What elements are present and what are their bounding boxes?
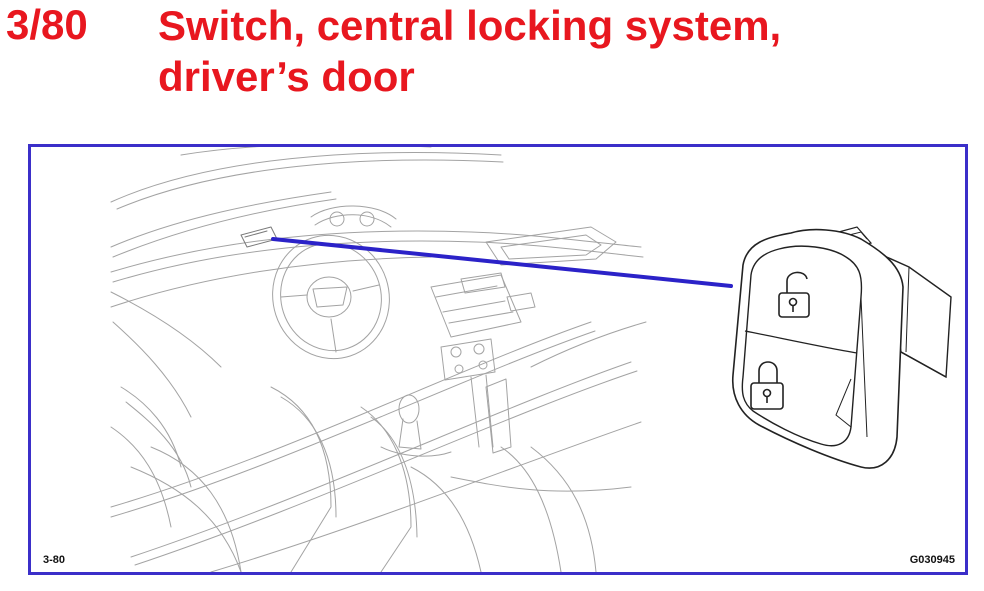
pointer-line: [271, 237, 733, 288]
illustration-frame: 3-80 G030945: [28, 144, 968, 575]
page-number: 3/80: [6, 1, 88, 48]
unlock-padlock-icon: [778, 271, 810, 318]
car-interior-drawing: [110, 147, 647, 572]
figure-reference-left: 3-80: [43, 554, 66, 566]
page-title-line-1: Switch, central locking system,: [158, 2, 782, 49]
page-title: Switch, central locking system, driver’s…: [158, 0, 958, 102]
switch-detail: [732, 226, 952, 469]
lock-padlock-icon: [750, 361, 784, 410]
figure-reference-right: G030945: [909, 554, 955, 566]
car-interior-illustration: [110, 147, 952, 572]
page-title-line-2: driver’s door: [158, 53, 415, 100]
